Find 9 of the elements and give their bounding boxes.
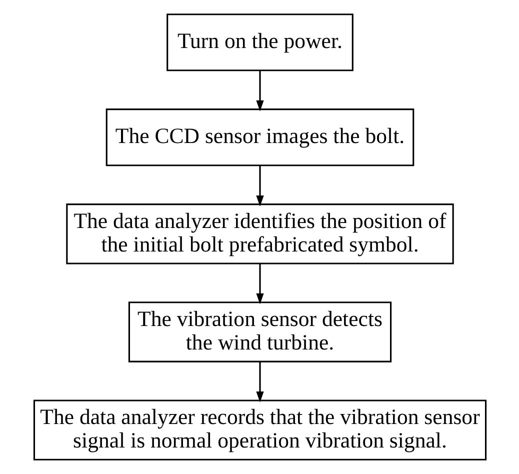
arrow	[256, 264, 264, 304]
node-box: The data analyzer records that the vibration sensor signal is normal operation vibration signal.	[32, 400, 486, 460]
arrow	[256, 165, 264, 206]
node-box: The vibration sensor detects the wind turbine.	[128, 302, 392, 362]
node-box: The CCD sensor images the bolt.	[105, 108, 414, 166]
arrow	[256, 70, 264, 112]
arrow	[256, 362, 264, 402]
node-box: Turn on the power.	[166, 14, 353, 72]
node-box: The data analyzer identifies the position of the initial bolt prefabricated symbol.	[66, 204, 454, 264]
